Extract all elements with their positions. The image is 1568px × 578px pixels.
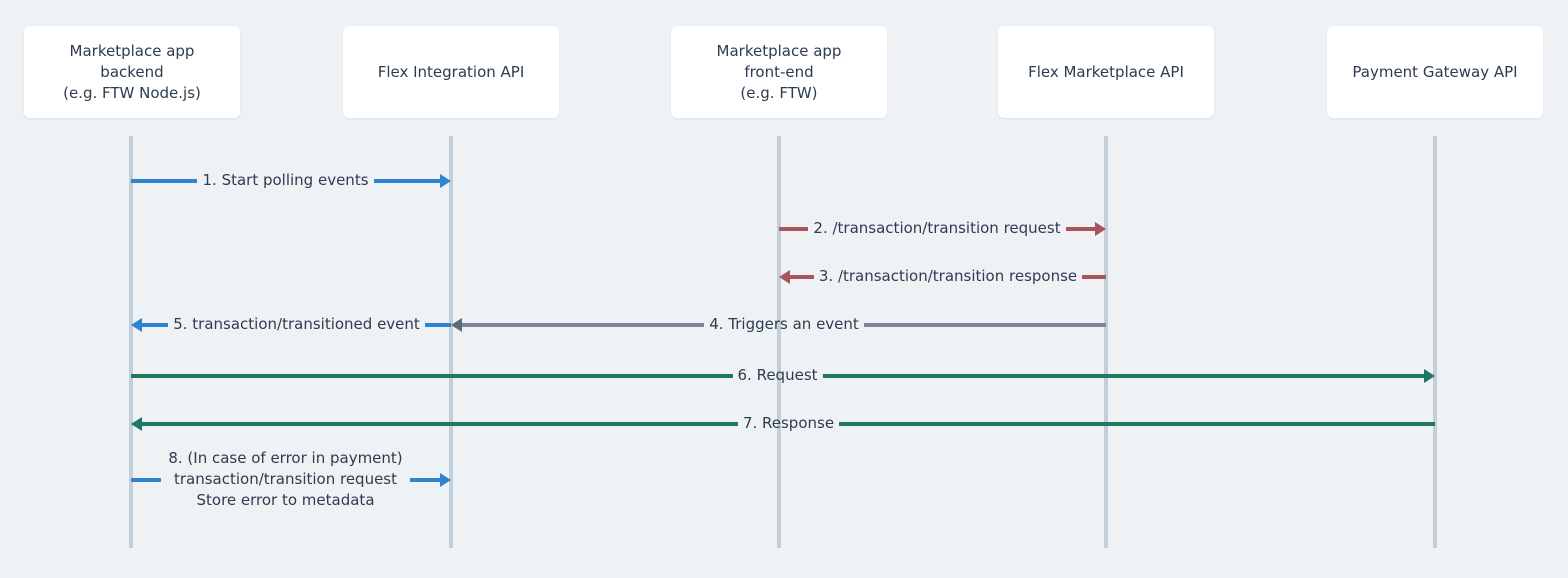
arrowhead-right-icon <box>440 173 451 188</box>
participant-payment-gateway-api[interactable]: Payment Gateway API <box>1327 26 1543 118</box>
arrowhead-left-icon <box>131 416 142 431</box>
message-8-error-transaction-transition-request[interactable]: 8. (In case of error in payment) transac… <box>131 448 451 511</box>
participant-label: Marketplace app backend (e.g. FTW Node.j… <box>63 41 201 102</box>
arrowhead-right-icon <box>1424 368 1436 383</box>
message-label: 6. Request <box>737 366 818 384</box>
message-label: 7. Response <box>742 414 835 432</box>
participant-frontend[interactable]: Marketplace app front-end (e.g. FTW) <box>671 26 887 118</box>
participant-label: Marketplace app front-end (e.g. FTW) <box>716 41 842 102</box>
participant-flex-integration-api[interactable]: Flex Integration API <box>343 26 559 118</box>
message-label: 1. Start polling events <box>202 171 369 189</box>
message-label: 2. /transaction/transition request <box>813 219 1061 237</box>
message-3-transaction-transition-response[interactable]: 3. /transaction/transition response <box>779 266 1106 287</box>
message-1-start-polling-events[interactable]: 1. Start polling events <box>131 170 451 191</box>
message-6-request[interactable]: 6. Request <box>131 365 1436 386</box>
message-label: 5. transaction/transitioned event <box>173 315 420 333</box>
participant-flex-marketplace-api[interactable]: Flex Marketplace API <box>998 26 1214 118</box>
arrowhead-left-icon <box>131 317 142 332</box>
lifeline-flex-integration-api <box>449 136 453 548</box>
message-4-triggers-an-event[interactable]: 4. Triggers an event <box>451 314 1106 335</box>
lifeline-payment-gateway-api <box>1433 136 1437 548</box>
lifeline-backend <box>129 136 133 548</box>
lifeline-flex-marketplace-api <box>1104 136 1108 548</box>
lifeline-frontend <box>777 136 781 548</box>
arrowhead-right-icon <box>440 472 451 487</box>
message-label: 4. Triggers an event <box>709 315 859 333</box>
message-2-transaction-transition-request[interactable]: 2. /transaction/transition request <box>779 218 1107 239</box>
message-7-response[interactable]: 7. Response <box>131 413 1435 434</box>
message-5-transaction-transitioned-event[interactable]: 5. transaction/transitioned event <box>131 314 452 335</box>
participant-backend[interactable]: Marketplace app backend (e.g. FTW Node.j… <box>24 26 240 118</box>
arrowhead-left-icon <box>779 269 790 284</box>
participant-label: Flex Marketplace API <box>1028 62 1184 81</box>
arrowhead-right-icon <box>1095 221 1107 236</box>
message-label: 3. /transaction/transition response <box>818 267 1078 285</box>
participant-label: Payment Gateway API <box>1352 62 1518 81</box>
message-label: 8. (In case of error in payment) transac… <box>168 449 403 509</box>
participant-label: Flex Integration API <box>377 62 525 81</box>
arrowhead-left-icon <box>451 317 462 332</box>
